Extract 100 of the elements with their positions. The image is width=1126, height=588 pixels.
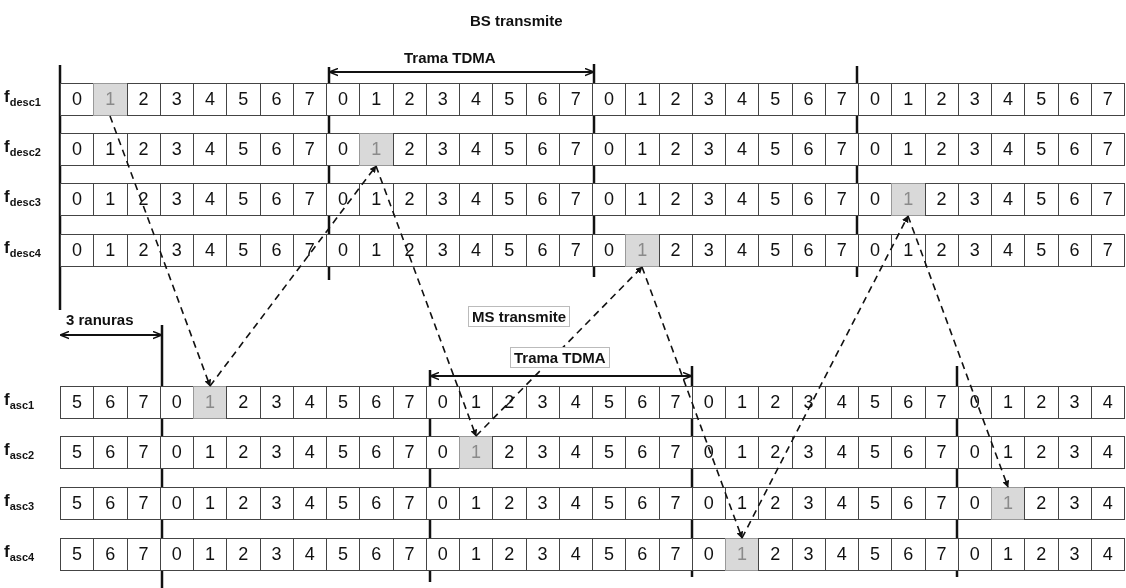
slot-cell: 2 xyxy=(226,487,261,520)
slot-cell: 3 xyxy=(525,436,560,469)
slot-cell: 6 xyxy=(93,538,128,571)
slot-cell: 5 xyxy=(592,386,627,419)
frequency-label: f$_{desc4}$ xyxy=(4,238,41,260)
slot-cell: 3 xyxy=(259,487,294,520)
slot-cell: 1 xyxy=(193,538,228,571)
highlighted-slot-cell: 1 xyxy=(193,386,228,419)
slot-cell: 7 xyxy=(126,487,161,520)
slot-cell: 3 xyxy=(259,538,294,571)
slot-cell: 4 xyxy=(991,234,1026,267)
slot-cell: 0 xyxy=(60,83,95,116)
boxed-label: Trama TDMA xyxy=(510,347,610,368)
slot-cell: 6 xyxy=(93,386,128,419)
slot-cell: 6 xyxy=(525,133,560,166)
slot-cell: 3 xyxy=(1057,538,1092,571)
slot-cell: 7 xyxy=(924,386,959,419)
slot-cell: 3 xyxy=(525,487,560,520)
slot-cell: 5 xyxy=(226,83,261,116)
slot-cell: 5 xyxy=(326,538,361,571)
slot-cell: 2 xyxy=(1024,436,1059,469)
slot-cell: 5 xyxy=(492,183,527,216)
slot-cell: 2 xyxy=(658,183,693,216)
slot-cell: 6 xyxy=(625,538,660,571)
slot-cell: 2 xyxy=(658,133,693,166)
slot-cell: 2 xyxy=(226,386,261,419)
slot-cell: 6 xyxy=(791,183,826,216)
slot-cell: 7 xyxy=(392,436,427,469)
slot-cell: 1 xyxy=(193,436,228,469)
slot-cell: 7 xyxy=(924,487,959,520)
slot-cell: 5 xyxy=(758,234,793,267)
slot-cell: 5 xyxy=(858,487,893,520)
slot-cell: 5 xyxy=(492,83,527,116)
slot-cell: 5 xyxy=(326,386,361,419)
dashed-arrow xyxy=(209,165,377,387)
slot-cell: 2 xyxy=(924,234,959,267)
slot-cell: 0 xyxy=(592,83,627,116)
slot-cell: 1 xyxy=(891,133,926,166)
heading-label: BS transmite xyxy=(470,12,563,29)
slot-cell: 0 xyxy=(858,183,893,216)
slot-cell: 1 xyxy=(625,133,660,166)
slot-cell: 2 xyxy=(392,133,427,166)
slot-cell: 7 xyxy=(1090,133,1125,166)
slot-cell: 5 xyxy=(60,386,95,419)
slot-cell: 2 xyxy=(1024,538,1059,571)
frequency-label: f$_{desc1}$ xyxy=(4,87,41,109)
slot-cell: 1 xyxy=(459,487,494,520)
slot-cell: 4 xyxy=(725,133,760,166)
frequency-label: f$_{asc3}$ xyxy=(4,491,35,513)
slot-cell: 2 xyxy=(492,436,527,469)
slot-cell: 6 xyxy=(525,234,560,267)
slot-cell: 6 xyxy=(891,436,926,469)
slot-cell: 3 xyxy=(791,487,826,520)
slot-cell: 6 xyxy=(525,83,560,116)
slot-cell: 7 xyxy=(658,538,693,571)
slot-cell: 5 xyxy=(1024,83,1059,116)
slot-cell: 2 xyxy=(924,83,959,116)
slot-cell: 1 xyxy=(93,133,128,166)
slot-cell: 0 xyxy=(326,83,361,116)
slot-cell: 2 xyxy=(126,234,161,267)
slot-cell: 0 xyxy=(60,234,95,267)
slot-cell: 3 xyxy=(791,538,826,571)
slot-cell: 5 xyxy=(226,234,261,267)
slot-cell: 7 xyxy=(658,436,693,469)
slot-cell: 6 xyxy=(1057,83,1092,116)
slot-cell: 1 xyxy=(359,183,394,216)
slot-cell: 2 xyxy=(226,538,261,571)
slot-cell: 1 xyxy=(193,487,228,520)
slot-cell: 0 xyxy=(858,234,893,267)
slot-cell: 5 xyxy=(60,487,95,520)
frequency-label: f$_{asc1}$ xyxy=(4,390,35,412)
slot-cell: 7 xyxy=(126,436,161,469)
slot-cell: 2 xyxy=(126,183,161,216)
slot-cell: 2 xyxy=(758,538,793,571)
slot-cell: 5 xyxy=(1024,133,1059,166)
slot-cell: 7 xyxy=(924,538,959,571)
slot-cell: 6 xyxy=(259,133,294,166)
slot-cell: 7 xyxy=(126,538,161,571)
dashed-arrow xyxy=(475,266,643,437)
slot-cell: 6 xyxy=(891,386,926,419)
slot-cell: 1 xyxy=(459,538,494,571)
slot-cell: 5 xyxy=(326,436,361,469)
frequency-label: f$_{desc3}$ xyxy=(4,187,41,209)
highlighted-slot-cell: 1 xyxy=(725,538,760,571)
slot-cell: 6 xyxy=(791,234,826,267)
slot-cell: 2 xyxy=(924,133,959,166)
slot-cell: 5 xyxy=(592,487,627,520)
slot-cell: 4 xyxy=(991,133,1026,166)
slot-cell: 7 xyxy=(1090,234,1125,267)
slot-cell: 0 xyxy=(60,133,95,166)
slot-cell: 4 xyxy=(991,83,1026,116)
slot-cell: 6 xyxy=(359,386,394,419)
highlighted-slot-cell: 1 xyxy=(359,133,394,166)
slot-cell: 6 xyxy=(1057,183,1092,216)
slot-cell: 5 xyxy=(758,83,793,116)
slot-cell: 4 xyxy=(725,234,760,267)
slot-cell: 3 xyxy=(259,386,294,419)
slot-cell: 6 xyxy=(525,183,560,216)
heading-label: Trama TDMA xyxy=(404,49,496,66)
slot-cell: 0 xyxy=(60,183,95,216)
